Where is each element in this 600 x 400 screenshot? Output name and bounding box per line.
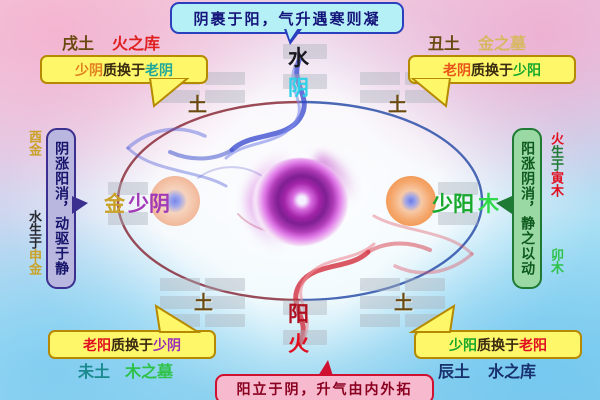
center-top-element: 水 bbox=[288, 46, 309, 70]
callout-top-right-seg-c: 少阳 bbox=[513, 62, 541, 79]
placeholder-bar bbox=[205, 72, 245, 85]
placeholder-bar bbox=[160, 278, 200, 291]
placeholder-bar bbox=[438, 182, 478, 195]
placeholder-bar bbox=[283, 44, 327, 59]
side-box-left-pointer bbox=[72, 196, 88, 214]
banner-bottom-text: 阳立于阴，升气由内外拓 bbox=[215, 374, 434, 400]
callout-top-left-seg-b: 质换于 bbox=[103, 62, 145, 79]
right-generation-seg-c: 寅木 bbox=[548, 171, 564, 197]
callout-bottom-left[interactable]: 老阳 质换于 少阴 bbox=[48, 330, 216, 359]
corner-bottom-left-storehouse: 木之墓 bbox=[125, 362, 174, 381]
placeholder-bar bbox=[205, 296, 245, 309]
left-generation-seg-b: 申金 bbox=[26, 249, 42, 275]
placeholder-bar bbox=[160, 296, 200, 309]
yin-yang-ring bbox=[116, 100, 484, 302]
corner-top-right-branch: 丑土 bbox=[428, 34, 461, 53]
side-box-left-text: 阴涨阳消，动驱于静 bbox=[53, 141, 70, 276]
earth-node-bottom-left: 土 bbox=[194, 292, 214, 314]
left-generation-seg-a: 水生于 bbox=[26, 210, 42, 249]
corner-top-left-branch: 戌土 bbox=[62, 34, 95, 53]
callout-bottom-left-seg-b: 质换于 bbox=[111, 337, 153, 354]
banner-top-text: 阴裹于阳，气升遇寒则凝 bbox=[170, 2, 404, 34]
banner-top-pointer bbox=[284, 28, 302, 45]
placeholder-bar bbox=[205, 90, 245, 103]
placeholder-bar bbox=[205, 314, 245, 327]
earth-node-bottom-right: 土 bbox=[394, 292, 414, 314]
callout-top-left-seg-c: 老阴 bbox=[145, 62, 173, 79]
callout-bottom-right-seg-a: 少阳 bbox=[449, 337, 477, 354]
callout-top-left-pointer bbox=[148, 78, 190, 108]
placeholder-bar bbox=[360, 296, 400, 309]
placeholder-bar bbox=[205, 278, 245, 291]
placeholder-bar bbox=[108, 212, 148, 225]
center-left-element: 金 bbox=[104, 192, 125, 216]
callout-top-right-pointer bbox=[410, 78, 452, 108]
side-box-right-text: 阳涨阴消，静之以动 bbox=[519, 141, 536, 276]
center-left-polarity: 少阴 bbox=[128, 192, 170, 216]
callout-top-right-seg-a: 老阴 bbox=[443, 62, 471, 79]
right-generation-seg-a: 火 bbox=[548, 132, 564, 145]
callout-top-right-seg-b: 质换于 bbox=[471, 62, 513, 79]
placeholder-bar bbox=[283, 330, 327, 345]
banner-bottom-pointer bbox=[318, 360, 333, 376]
corner-top-left-storehouse: 火之库 bbox=[112, 34, 161, 53]
orb-right-shaoyang bbox=[386, 176, 436, 226]
callout-bottom-right-seg-c: 老阳 bbox=[519, 337, 547, 354]
placeholder-bar bbox=[360, 72, 400, 85]
placeholder-bar bbox=[108, 182, 148, 195]
center-bottom-element: 火 bbox=[288, 332, 309, 356]
placeholder-bar bbox=[360, 314, 400, 327]
callout-bottom-right[interactable]: 少阳 质换于 老阳 bbox=[414, 330, 582, 359]
center-right-polarity: 少阳 bbox=[432, 192, 474, 216]
callout-bottom-left-seg-c: 少阴 bbox=[153, 337, 181, 354]
earth-node-top-right: 土 bbox=[388, 94, 408, 116]
left-branch-top: 酉金 bbox=[26, 130, 42, 156]
placeholder-bar bbox=[405, 296, 445, 309]
side-box-left[interactable]: 阴涨阳消，动驱于静 bbox=[46, 128, 76, 289]
center-bottom-polarity: 阳 bbox=[288, 302, 309, 326]
corner-bottom-left-branch: 未土 bbox=[78, 362, 111, 381]
callout-bottom-left-pointer bbox=[154, 304, 202, 333]
corner-top-right-storehouse: 金之墓 bbox=[478, 34, 527, 53]
callout-top-left-seg-a: 少阴 bbox=[75, 62, 103, 79]
placeholder-bar bbox=[283, 300, 327, 315]
placeholder-bar bbox=[438, 212, 478, 225]
right-branch-bottom-text: 卯木 bbox=[548, 248, 564, 274]
right-generation-seg-b: 生于 bbox=[548, 145, 564, 171]
corner-bottom-right-storehouse: 水之库 bbox=[488, 362, 537, 381]
center-vortex bbox=[252, 158, 348, 246]
placeholder-bar bbox=[360, 278, 400, 291]
center-top-polarity: 阴 bbox=[288, 76, 309, 100]
placeholder-bar bbox=[283, 74, 327, 89]
left-branch-top-text: 酉金 bbox=[26, 130, 42, 156]
callout-bottom-left-seg-a: 老阳 bbox=[83, 337, 111, 354]
callout-bottom-right-pointer bbox=[408, 304, 456, 333]
callout-bottom-right-seg-b: 质换于 bbox=[477, 337, 519, 354]
orb-left-shaoyin bbox=[150, 176, 200, 226]
placeholder-bar bbox=[360, 90, 400, 103]
side-box-right[interactable]: 阳涨阴消，静之以动 bbox=[512, 128, 542, 289]
earth-node-top-left: 土 bbox=[188, 94, 208, 116]
center-right-element: 木 bbox=[478, 192, 499, 216]
right-generation: 火 生于 寅木 bbox=[548, 132, 564, 197]
right-branch-bottom: 卯木 bbox=[548, 248, 564, 274]
left-generation: 水生于 申金 bbox=[26, 210, 42, 275]
corner-bottom-right-branch: 辰土 bbox=[438, 362, 471, 381]
side-box-right-pointer bbox=[496, 196, 512, 214]
placeholder-bar bbox=[405, 278, 445, 291]
